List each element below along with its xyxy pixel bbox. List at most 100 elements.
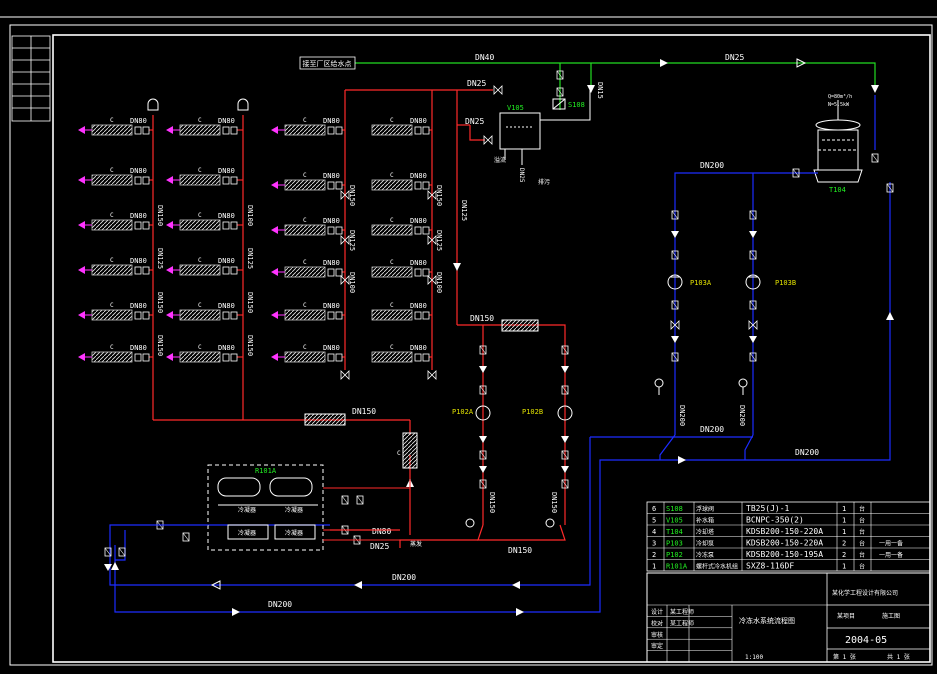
pipe-label-dn100: DN100 xyxy=(246,205,254,226)
air-vent-icon xyxy=(147,98,249,111)
bom-name: 补水箱 xyxy=(696,517,714,525)
tag-p102a: P102A xyxy=(452,408,474,416)
makeup-tank xyxy=(499,90,591,165)
hx-pipe-label: DN80 xyxy=(323,217,340,225)
tower-spec-label: N=5.5kW xyxy=(828,102,850,108)
return-heat-exchanger xyxy=(304,413,346,426)
tank-outlet-label: DN25 xyxy=(518,168,525,183)
butterfly-valve-icon xyxy=(340,190,350,200)
bom-model: KDSB200-150-195A xyxy=(746,550,823,559)
chiller-label-4: 冷凝器 xyxy=(285,506,303,514)
tag-p103b: P103B xyxy=(775,279,796,287)
left-margin-label-grid xyxy=(11,35,51,122)
check-valve-icon xyxy=(479,436,487,443)
bom-unit: 台 xyxy=(859,551,865,559)
outlet-arrow-icon xyxy=(166,353,180,361)
pipe-label-dn25-top: DN25 xyxy=(725,53,744,62)
pipe-label-dn25-tank: DN25 xyxy=(465,117,484,126)
hx-pipe-label: DN80 xyxy=(410,172,427,180)
outlet-arrow-icon xyxy=(166,126,180,134)
gate-valve-icon xyxy=(341,495,349,505)
title-project: 某项目 xyxy=(837,613,855,620)
title-stage: 施工图 xyxy=(882,612,900,620)
bom-unit: 台 xyxy=(859,528,865,536)
valve-icon xyxy=(414,126,422,135)
check-valve-icon xyxy=(561,366,569,373)
valve-icon xyxy=(230,311,238,320)
valve-icon xyxy=(335,353,343,362)
flow-arrow-right-icon xyxy=(660,59,668,67)
gate-valve-icon xyxy=(479,479,487,489)
flow-arrow-right-icon xyxy=(796,58,807,68)
valve-icon xyxy=(134,221,142,230)
bom-model: TB25(J)-1 xyxy=(746,504,790,513)
bom-qty: 1 xyxy=(842,528,846,536)
bom-tag: P102 xyxy=(666,551,683,559)
outlet-arrow-icon xyxy=(166,221,180,229)
hx-letter: C xyxy=(303,302,307,309)
flow-arrow-right-icon xyxy=(232,608,524,616)
bom-tag: P103 xyxy=(666,540,683,548)
hx-letter: C xyxy=(110,302,114,309)
gate-valve-icon xyxy=(886,183,894,193)
tag-r101a: R101A xyxy=(255,467,277,475)
valve-icon xyxy=(422,353,430,362)
valve-icon xyxy=(134,176,142,185)
pipe-label-dn150: DN150 xyxy=(156,292,164,313)
return-heat-exchanger xyxy=(402,432,418,469)
pipe-label-dn80: DN80 xyxy=(372,527,391,536)
valve-icon xyxy=(414,226,422,235)
suction-heat-exchanger xyxy=(501,319,539,332)
hx-pipe-label: DN80 xyxy=(130,302,147,310)
flow-arrow-down-icon xyxy=(871,85,879,93)
valve-icon xyxy=(327,181,335,190)
valve-icon xyxy=(422,268,430,277)
hx-letter: C xyxy=(110,257,114,264)
check-valve-icon xyxy=(749,231,757,238)
valve-icon xyxy=(327,268,335,277)
valve-icon xyxy=(327,353,335,362)
pipe-label-dn200-tower: DN200 xyxy=(700,161,724,170)
bom-qty: 2 xyxy=(842,551,846,559)
bom-model: BCNPC-350(2) xyxy=(746,516,804,525)
flow-arrow-down-icon xyxy=(453,263,461,271)
pipe-label-dn150: DN150 xyxy=(348,185,356,206)
bom-unit: 台 xyxy=(859,563,865,571)
title-drawing-name: 冷冻水系统流程图 xyxy=(739,616,795,625)
outlet-arrow-icon xyxy=(166,176,180,184)
butterfly-valve-icon xyxy=(427,235,437,245)
bom-name: 冷却塔 xyxy=(696,528,714,536)
pipe-label-dn125: DN125 xyxy=(156,248,164,269)
title-block: 设计某工程师校对某工程师审核审定某化学工程设计有限公司冷冻水系统流程图某项目施工… xyxy=(646,572,931,663)
tag-p102b: P102B xyxy=(522,408,543,416)
gate-valve-icon xyxy=(356,495,364,505)
hx-letter: C xyxy=(390,117,394,124)
chiller-connection-piping xyxy=(323,480,411,541)
title-person: 某工程师 xyxy=(670,619,694,627)
pipe-label-dn150: DN150 xyxy=(246,335,254,356)
gate-valve-icon xyxy=(479,450,487,460)
pipe-label-dn150-bottom: DN150 xyxy=(508,546,532,555)
hx-pipe-label: DN80 xyxy=(130,117,147,125)
bom-model: KDSB200-150-220A xyxy=(746,539,823,548)
return-hx-letter: C xyxy=(397,450,401,457)
gate-valve-icon xyxy=(561,450,569,460)
valve-icon xyxy=(142,311,150,320)
valve-icon xyxy=(134,266,142,275)
pipe-label-dn15: DN15 xyxy=(596,82,604,99)
gate-valve-icon xyxy=(792,168,800,178)
outlet-arrow-icon xyxy=(78,353,92,361)
hx-letter: C xyxy=(390,172,394,179)
flow-arrow-up-icon xyxy=(111,312,894,570)
butterfly-valve-icon xyxy=(427,190,437,200)
check-valve-icon xyxy=(749,336,757,343)
